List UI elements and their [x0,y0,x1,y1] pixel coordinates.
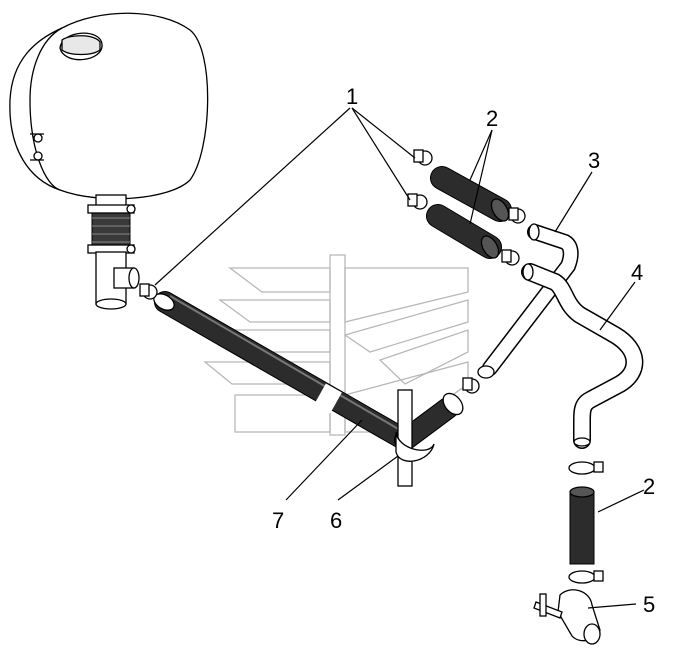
leader-lines [154,107,645,609]
expansion-tank [9,12,209,200]
clamp [139,149,604,584]
short-hose-2c [569,486,595,565]
short-hose-2b [426,204,502,259]
long-hose-7 [153,291,464,451]
callout-1: 1 [346,84,358,109]
callout-7: 7 [272,508,284,533]
callout-5: 5 [643,592,655,617]
short-hose-2a [430,166,512,222]
drain-valve-5 [533,589,601,645]
pipe-3 [477,223,579,379]
bracket-6 [395,389,435,487]
callout-4: 4 [631,260,643,285]
callout-2-upper: 2 [486,106,498,131]
callout-6: 6 [330,508,342,533]
callout-3: 3 [588,148,600,173]
tank-outlet-tee [87,194,140,310]
pipe-4 [521,263,644,449]
callout-2-lower: 2 [643,474,655,499]
